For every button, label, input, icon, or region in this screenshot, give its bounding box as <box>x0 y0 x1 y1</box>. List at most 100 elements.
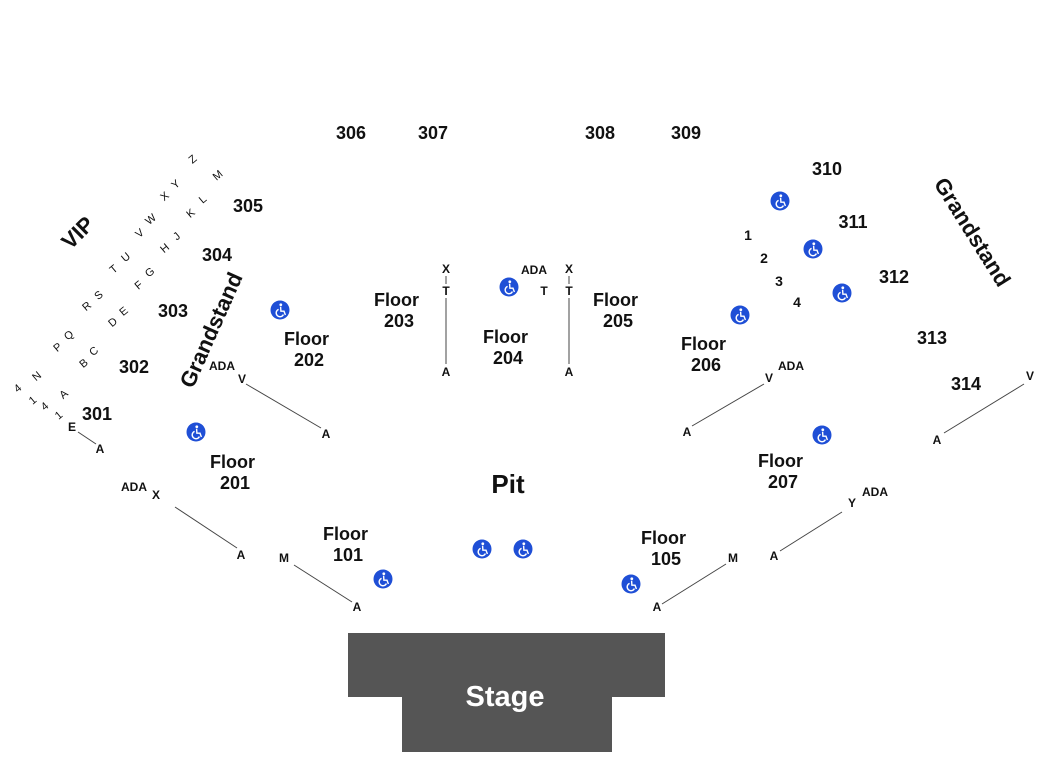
vip-row: M <box>211 168 226 183</box>
floor-203-label[interactable]: Floor 203 <box>374 290 424 331</box>
row-line-floor-101 <box>293 564 353 603</box>
row-label-m-105: M <box>728 551 738 565</box>
row-label-t-204: T <box>540 284 548 298</box>
grandstand-right-label[interactable]: Grandstand <box>929 173 1016 291</box>
row-label-a-205: A <box>565 365 574 379</box>
section-311[interactable]: 311 <box>838 212 867 232</box>
row-label-t-205: T <box>565 284 573 298</box>
box-number-3[interactable]: 3 <box>775 273 783 289</box>
row-label-a-206: A <box>683 425 692 439</box>
vip-row: R <box>80 300 94 314</box>
wheelchair-icon[interactable] <box>831 282 853 304</box>
section-308[interactable]: 308 <box>585 123 615 143</box>
row-line-floor-201 <box>174 506 238 549</box>
floor-sections: Floor 101 Floor 105 Floor 201 Floor 202 … <box>210 290 808 569</box>
row-line-floor-202 <box>245 383 322 429</box>
floor-101-label[interactable]: Floor 101 <box>323 524 373 565</box>
vip-row: S <box>92 289 105 303</box>
floor-204-label[interactable]: Floor 204 <box>483 327 533 368</box>
floor-205-label[interactable]: Floor 205 <box>593 290 643 331</box>
stage[interactable]: Stage <box>348 633 665 752</box>
vip-row: G <box>143 265 157 280</box>
box-numbers: 1 2 3 4 <box>744 227 801 310</box>
vip-row: V <box>133 226 147 240</box>
vip-row: D <box>106 316 120 330</box>
stage-shape <box>348 633 665 752</box>
vip-row: W <box>143 211 159 227</box>
section-312[interactable]: 312 <box>879 267 909 287</box>
row-label-v-314: V <box>1026 369 1034 383</box>
wheelchair-icon[interactable] <box>620 573 642 595</box>
section-304[interactable]: 304 <box>202 245 232 265</box>
section-310[interactable]: 310 <box>812 159 842 179</box>
section-303[interactable]: 303 <box>158 301 188 321</box>
wheelchair-icon[interactable] <box>811 424 833 446</box>
floor-207-label[interactable]: Floor 207 <box>758 451 808 492</box>
section-302[interactable]: 302 <box>119 357 149 377</box>
row-label-a-202: A <box>322 427 331 441</box>
ada-labels: ADA ADA ADA ADA ADA <box>121 263 888 499</box>
row-labels: M A A M X A V A X T A T X T A V A Y A V … <box>68 262 1034 614</box>
vip-row: E <box>117 305 130 319</box>
row-label-a-301: A <box>96 442 105 456</box>
row-label-t-203: T <box>442 284 450 298</box>
vip-row: T <box>108 263 121 277</box>
wheelchair-icon[interactable] <box>802 238 824 260</box>
vip-row: U <box>119 251 133 265</box>
row-label-m-101: M <box>279 551 289 565</box>
vip-row: 1 <box>27 394 39 407</box>
floor-206-label[interactable]: Floor 206 <box>681 334 731 375</box>
row-label-a-203: A <box>442 365 451 379</box>
vip-row: 4 <box>12 382 24 395</box>
row-lines <box>77 276 1025 605</box>
row-label-y-207: Y <box>848 496 856 510</box>
wheelchair-icon[interactable] <box>269 299 291 321</box>
box-number-2[interactable]: 2 <box>760 250 768 266</box>
vip-row: J <box>171 230 183 243</box>
section-305[interactable]: 305 <box>233 196 263 216</box>
wheelchair-icon[interactable] <box>498 276 520 298</box>
ada-label-206: ADA <box>778 359 804 373</box>
vip-row: N <box>30 370 44 384</box>
section-309[interactable]: 309 <box>671 123 701 143</box>
vip-row: K <box>184 206 198 220</box>
row-label-a-314: A <box>933 433 942 447</box>
ada-label-201: ADA <box>121 480 147 494</box>
row-line-section-301 <box>77 431 97 445</box>
accessible-icons <box>185 190 853 595</box>
wheelchair-icon[interactable] <box>471 538 493 560</box>
wheelchair-icon[interactable] <box>512 538 534 560</box>
section-314[interactable]: 314 <box>951 374 981 394</box>
vip-row: F <box>133 279 146 293</box>
floor-202-label[interactable]: Floor 202 <box>284 329 334 370</box>
wheelchair-icon[interactable] <box>185 421 207 443</box>
wheelchair-icon[interactable] <box>372 568 394 590</box>
vip-row: A <box>57 387 71 401</box>
section-313[interactable]: 313 <box>917 328 947 348</box>
stage-label: Stage <box>466 681 545 713</box>
wheelchair-icon[interactable] <box>769 190 791 212</box>
section-307[interactable]: 307 <box>418 123 448 143</box>
section-306[interactable]: 306 <box>336 123 366 143</box>
row-line-floor-105 <box>661 563 727 605</box>
row-label-v-202: V <box>238 372 246 386</box>
floor-201-label[interactable]: Floor 201 <box>210 452 260 493</box>
vip-row: C <box>87 345 101 359</box>
pit-label[interactable]: Pit <box>491 469 525 499</box>
row-label-a-101: A <box>353 600 362 614</box>
box-number-4[interactable]: 4 <box>793 294 801 310</box>
row-line-floor-206 <box>691 383 765 427</box>
section-301[interactable]: 301 <box>82 404 112 424</box>
row-label-x-203: X <box>442 262 450 276</box>
row-label-e-301: E <box>68 420 76 434</box>
vip-row: Z <box>187 153 200 167</box>
wheelchair-icon[interactable] <box>729 304 751 326</box>
ada-label-207: ADA <box>862 485 888 499</box>
box-number-1[interactable]: 1 <box>744 227 752 243</box>
floor-105-label[interactable]: Floor 105 <box>641 528 691 569</box>
vip-row: Y <box>169 177 183 191</box>
vip-label[interactable]: VIP <box>56 211 99 254</box>
vip-row: H <box>158 242 172 256</box>
row-label-a-105: A <box>653 600 662 614</box>
